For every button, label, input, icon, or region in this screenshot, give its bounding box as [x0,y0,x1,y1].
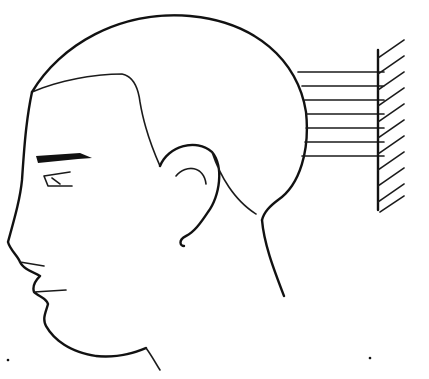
neck-front [146,348,160,370]
skull-outline [32,15,307,220]
face-profile [8,92,146,357]
hatch-mark [378,120,404,138]
hatch-mark [378,136,404,154]
hatch-mark [378,152,404,170]
ear-inner [176,168,206,184]
neck-back [262,220,284,296]
eye [44,172,72,186]
hatch-mark [378,88,404,106]
scan-dot [7,359,10,362]
scan-dot [369,357,372,360]
eyebrow [36,153,92,163]
hatch-mark [378,56,404,74]
hatch-mark [378,40,404,58]
hatch-mark [378,104,404,122]
mouth [20,262,66,292]
wall-hatching [378,40,404,212]
hatch-mark [378,168,404,186]
ear [160,145,219,246]
parallel-lines [298,72,384,156]
hatch-mark [378,72,404,90]
hairline [32,74,160,166]
